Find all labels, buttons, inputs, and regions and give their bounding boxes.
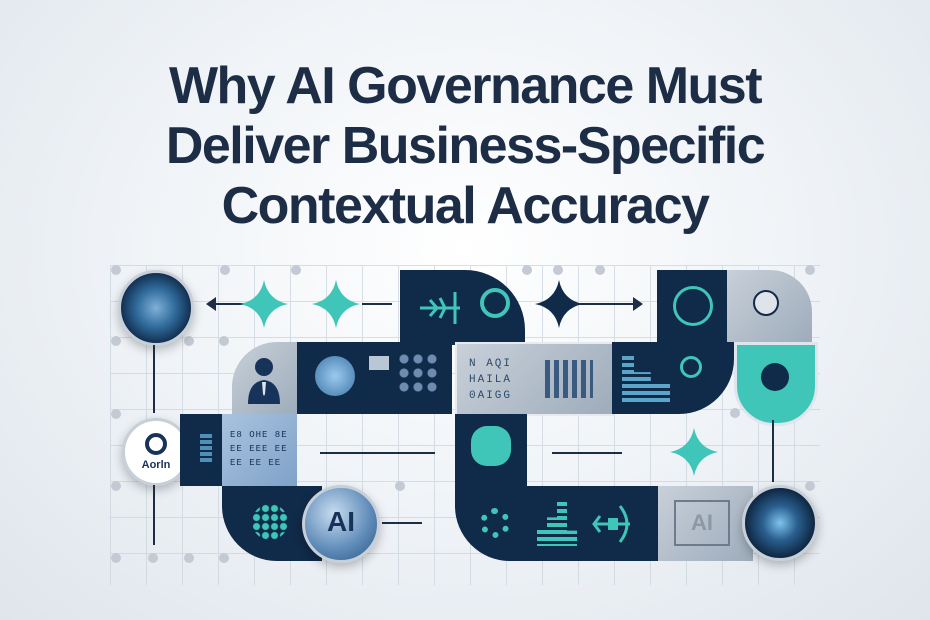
title-line-3: Contextual Accuracy: [221, 177, 710, 235]
card-icon: [369, 356, 389, 370]
grid-dot: [395, 481, 405, 491]
analytics-tile: [455, 486, 658, 561]
cloud-tile: [455, 414, 527, 486]
cloud-badge-icon: [471, 426, 511, 466]
grid-dot: [111, 409, 121, 419]
gear-coin-icon: [118, 270, 194, 346]
panel-text-line: HAILA: [469, 374, 513, 386]
ring-logo-icon: [145, 433, 167, 455]
arrow-right-icon: [382, 522, 422, 524]
grid-dot: [219, 336, 229, 346]
teal-sparkle-icon: [670, 428, 718, 476]
ai-chip-label: AI: [674, 500, 730, 546]
grid-dot: [219, 553, 229, 563]
ai-coin-label: AI: [327, 506, 355, 537]
grid-dot: [805, 481, 815, 491]
title-line-1: Why AI Governance Must: [168, 57, 763, 115]
grid-dot: [595, 265, 605, 275]
particle-cluster-icon: [252, 504, 288, 540]
apps-tile: [297, 342, 452, 414]
ai-chip-tile: AI: [658, 486, 753, 561]
cycle-icon: [480, 508, 510, 538]
calendar-tile: E8 OHE 8E EE EEE EE EE EE EE: [222, 414, 297, 486]
arrow-up-icon: [153, 345, 155, 413]
arrow-right-icon: [575, 303, 635, 305]
compass-tile: [657, 270, 727, 342]
arrowhead-left-icon: [206, 297, 216, 311]
teal-sparkle-icon: [240, 280, 288, 328]
grid-dot: [220, 265, 230, 275]
grid-dot: [184, 336, 194, 346]
target-icon: [480, 288, 510, 318]
crosshair-icon: [753, 290, 779, 316]
double-arrow-icon: [320, 452, 435, 454]
panel-text-line: 0AIGG: [469, 390, 513, 402]
hub-node-icon: [761, 363, 789, 391]
level-bars-icon: [622, 356, 670, 402]
grid-dot: [522, 265, 532, 275]
gear-globe-icon: [315, 356, 355, 396]
stack-icon: [200, 434, 212, 464]
bar-chart-icon: [545, 360, 593, 398]
branch-icon: [420, 292, 460, 324]
arrow-right-icon: [362, 303, 392, 305]
brand-badge-label: Aorln: [141, 459, 171, 471]
title-line-2: Deliver Business-Specific: [165, 117, 766, 175]
calendar-text-line: E8 OHE 8E: [230, 430, 288, 440]
arrow-down-icon: [772, 420, 774, 482]
arrow-left-icon: [210, 303, 246, 305]
double-arrow-icon: [552, 452, 622, 454]
ai-coin: AI: [302, 485, 380, 563]
compass-icon: [673, 286, 713, 326]
bow-arrow-icon: [592, 505, 630, 543]
grid-dot: [184, 553, 194, 563]
panel-text-line: N AQI: [469, 358, 513, 370]
calendar-text-line: EE EEE EE: [230, 444, 288, 454]
app-icons-cluster: [397, 352, 439, 396]
navy-sparkle-icon: [535, 280, 583, 328]
brand-badge: Aorln: [122, 418, 190, 486]
businessman-icon: [248, 358, 280, 404]
hub-tile: [734, 342, 818, 426]
grid-dot: [730, 408, 740, 418]
grid-dot: [111, 265, 121, 275]
grid-dot: [111, 553, 121, 563]
grid-dot: [291, 265, 301, 275]
grid-dot: [111, 481, 121, 491]
report-panel: N AQI HAILA 0AIGG: [455, 342, 614, 416]
grid-dot: [148, 553, 158, 563]
magnifier-icon: [680, 356, 702, 378]
flower-coin-icon: [742, 485, 818, 561]
teal-sparkle-icon: [312, 280, 360, 328]
arrowhead-right-icon: [633, 297, 643, 311]
bar-chart-icon: [537, 502, 577, 546]
grid-dot: [805, 265, 815, 275]
page-title: Why AI Governance Must Deliver Business-…: [0, 56, 930, 236]
calendar-text-line: EE EE EE: [230, 458, 282, 468]
grid-dot: [111, 336, 121, 346]
arrow-up-icon: [153, 485, 155, 545]
grid-dot: [553, 265, 563, 275]
settings-tile: [727, 270, 812, 342]
